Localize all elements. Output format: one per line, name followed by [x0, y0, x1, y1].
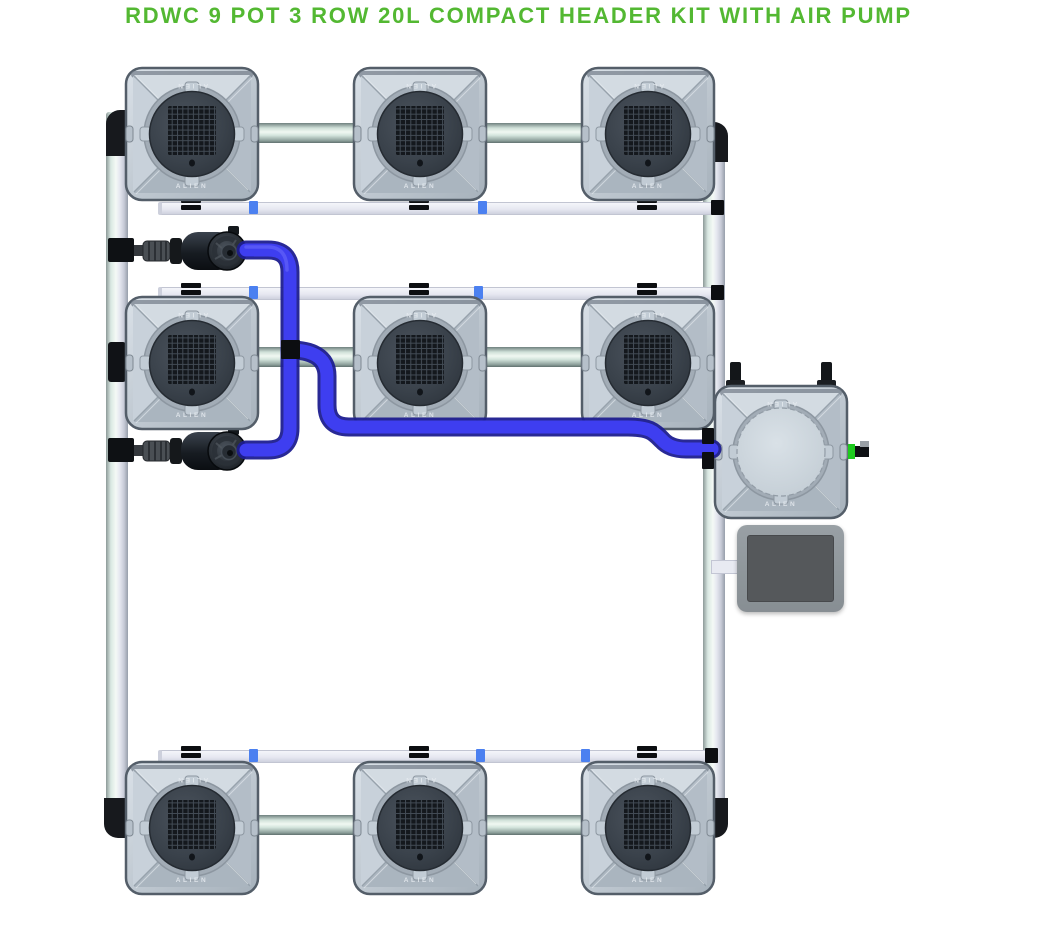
pot-label-bottom: ALIEN — [632, 877, 665, 884]
pipe-clip-blue-row-3 — [249, 749, 258, 762]
bulkhead-clip-row-2 — [181, 290, 201, 295]
pot-label-bottom: ALIEN — [632, 183, 665, 190]
pump-valve-2 — [108, 426, 254, 471]
tank-inlet-clip-upper — [702, 428, 714, 444]
pot-6: ALIEN ALIEN — [580, 295, 716, 431]
pipe-clip-blue-row-2 — [474, 286, 483, 299]
pot-3: ALIEN ALIEN — [580, 66, 716, 202]
bulkhead-clip-row-2 — [181, 283, 201, 288]
pipe-end-clip-row-2 — [711, 285, 724, 300]
tank-green-fitting-tip — [860, 441, 869, 447]
pot-2: ALIEN ALIEN — [352, 66, 488, 202]
pot-4: ALIEN ALIEN — [124, 295, 260, 431]
air-pump-connector — [711, 560, 739, 574]
pot-label-top: ALIEN — [632, 82, 665, 89]
pot-label-top: ALIEN — [176, 776, 209, 783]
bulkhead-clip-row-3 — [181, 753, 201, 758]
pot-label-top: ALIEN — [404, 311, 437, 318]
tank-top-fitting-left — [730, 362, 741, 386]
air-pump-face — [747, 535, 834, 602]
bulkhead-clip-row-3 — [409, 753, 429, 758]
pot-label-top: ALIEN — [765, 400, 798, 407]
pipe-clip-blue-row-3 — [581, 749, 590, 762]
pipe-clip-blue-row-1 — [478, 201, 487, 214]
bulkhead-clip-row-1 — [409, 205, 429, 210]
pot-label-bottom: ALIEN — [176, 183, 209, 190]
tank-top-fitting-left-base — [726, 380, 745, 387]
pot-label-bottom: ALIEN — [404, 877, 437, 884]
return-pipe-row-1 — [158, 202, 717, 215]
pot-label-bottom: ALIEN — [176, 877, 209, 884]
pot-label-bottom: ALIEN — [632, 412, 665, 419]
pipe-end-clip-row-1 — [711, 200, 724, 215]
pot-1: ALIEN ALIEN — [124, 66, 260, 202]
pot-9: ALIEN ALIEN — [580, 760, 716, 896]
pot-label-top: ALIEN — [176, 311, 209, 318]
pot-5: ALIEN ALIEN — [352, 295, 488, 431]
bulkhead-clip-row-3 — [409, 746, 429, 751]
pipe-clip-blue-row-3 — [476, 749, 485, 762]
page-title: RDWC 9 POT 3 ROW 20L COMPACT HEADER KIT … — [125, 3, 912, 28]
bulkhead-clip-row-2 — [409, 283, 429, 288]
tank-green-fitting — [848, 444, 855, 459]
tank-top-fitting-right-base — [817, 380, 836, 387]
header-tank: ALIEN ALIEN — [713, 384, 849, 520]
tank-green-fitting-barb — [855, 446, 869, 457]
tube-clip-mid — [281, 340, 300, 359]
bulkhead-clip-row-1 — [181, 205, 201, 210]
pot-label-bottom: ALIEN — [765, 501, 798, 508]
pot-label-bottom: ALIEN — [176, 412, 209, 419]
pot-label-top: ALIEN — [632, 776, 665, 783]
pot-7: ALIEN ALIEN — [124, 760, 260, 896]
bulkhead-clip-row-3 — [181, 746, 201, 751]
pot-label-top: ALIEN — [176, 82, 209, 89]
bulkhead-clip-row-2 — [637, 290, 657, 295]
bulkhead-clip-row-3 — [637, 746, 657, 751]
pot-label-top: ALIEN — [404, 776, 437, 783]
bulkhead-clip-row-2 — [409, 290, 429, 295]
pot-8: ALIEN ALIEN — [352, 760, 488, 896]
bulkhead-clip-row-1 — [637, 205, 657, 210]
pipe-end-clip-row-3 — [705, 748, 718, 763]
tank-inlet-clip-lower — [702, 452, 714, 469]
pot-label-bottom: ALIEN — [404, 412, 437, 419]
pump-valve-1 — [108, 226, 254, 271]
bulkhead-clip-row-2 — [637, 283, 657, 288]
bulkhead-clip-row-3 — [637, 753, 657, 758]
pot-label-bottom: ALIEN — [404, 183, 437, 190]
pot-label-top: ALIEN — [632, 311, 665, 318]
pipe-clip-blue-row-1 — [249, 201, 258, 214]
tee-fitting-row-2-left — [108, 342, 126, 382]
tank-top-fitting-right — [821, 362, 832, 386]
pot-label-top: ALIEN — [404, 82, 437, 89]
